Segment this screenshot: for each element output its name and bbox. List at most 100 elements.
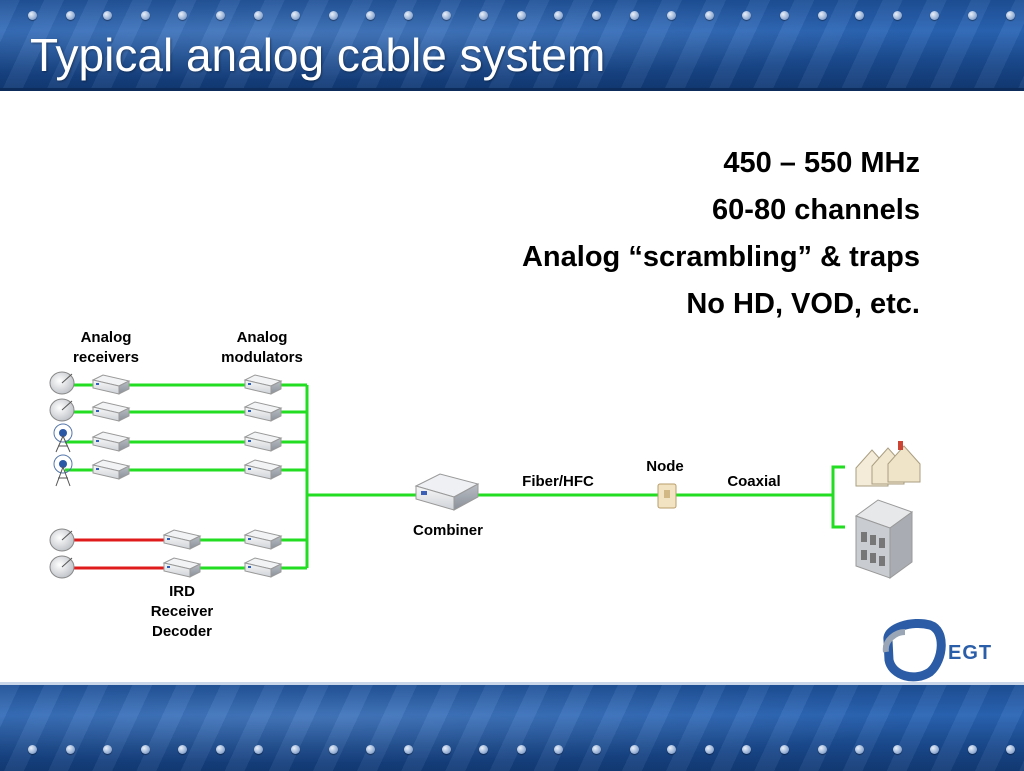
decorative-dot xyxy=(140,11,150,20)
decorative-dot xyxy=(1005,745,1015,754)
decorative-dot xyxy=(441,11,451,20)
footer-band xyxy=(0,682,1024,771)
residential-houses-icon xyxy=(855,441,921,487)
decorative-dot xyxy=(178,745,188,754)
analog-receiver-device-icon xyxy=(91,374,131,395)
decorative-dot xyxy=(28,745,37,754)
decorative-dot xyxy=(291,11,301,20)
label-line: Decoder xyxy=(151,623,213,640)
dish-antenna-icon xyxy=(49,555,75,579)
decorative-dot xyxy=(404,745,413,754)
ird-label: IRD Receiver Decoder xyxy=(140,582,224,642)
label-line: Analog xyxy=(80,329,132,346)
decorative-dot xyxy=(855,11,865,20)
office-building-icon xyxy=(854,499,914,579)
decorative-dot xyxy=(629,745,639,754)
analog-receiver-device-icon xyxy=(91,401,131,422)
label-line: receivers xyxy=(73,349,139,366)
coaxial-label: Coaxial xyxy=(727,473,781,490)
decorative-dot xyxy=(592,745,601,754)
dish-antenna-icon xyxy=(49,371,75,395)
decorative-dot xyxy=(704,11,714,20)
decorative-dot xyxy=(892,11,902,20)
decorative-dot xyxy=(780,11,789,20)
bullet-item: Analog “scrambling” & traps xyxy=(521,241,920,273)
decorative-dot xyxy=(667,11,677,20)
decorative-dot xyxy=(817,745,827,754)
node-device-icon xyxy=(657,483,677,509)
header-band xyxy=(0,0,1024,91)
decorative-dot xyxy=(328,11,338,20)
decorative-dot xyxy=(968,745,977,754)
decorative-dot xyxy=(479,11,489,20)
bullet-item: No HD, VOD, etc. xyxy=(686,288,920,320)
analog-receivers-label: Analog receivers xyxy=(68,328,144,368)
decorative-dot xyxy=(253,11,263,20)
fiber-hfc-label: Fiber/HFC xyxy=(522,473,594,490)
decorative-dot xyxy=(629,11,639,20)
analog-modulator-device-icon xyxy=(243,557,283,578)
decorative-dot xyxy=(742,745,752,754)
decorative-dot xyxy=(742,11,752,20)
analog-modulator-device-icon xyxy=(243,401,283,422)
slide-title: Typical analog cable system xyxy=(30,29,606,81)
analog-modulator-device-icon xyxy=(243,529,283,550)
egt-logo-text: EGT xyxy=(948,642,993,664)
decorative-dot xyxy=(667,745,677,754)
label-line: modulators xyxy=(221,349,303,366)
decorative-dot xyxy=(817,11,827,20)
decorative-dot xyxy=(366,11,376,20)
analog-modulator-device-icon xyxy=(243,459,283,480)
node-label: Node xyxy=(646,458,684,475)
decorative-dot xyxy=(780,745,789,754)
dish-antenna-icon xyxy=(49,398,75,422)
decorative-dot xyxy=(441,745,451,754)
decorative-dot xyxy=(516,11,526,20)
analog-modulator-device-icon xyxy=(243,374,283,395)
decorative-dot-row xyxy=(0,745,1024,759)
decorative-dot xyxy=(930,745,940,754)
egt-logo-icon xyxy=(882,619,946,682)
analog-receiver-device-icon xyxy=(91,431,131,452)
decorative-dot xyxy=(140,745,150,754)
label-line: Receiver xyxy=(150,603,214,620)
decorative-dot xyxy=(65,11,75,20)
decorative-dot xyxy=(103,745,113,754)
analog-modulator-device-icon xyxy=(243,431,283,452)
decorative-dot xyxy=(892,745,902,754)
decorative-dot xyxy=(968,11,977,20)
decorative-dot xyxy=(704,745,714,754)
bullet-list: 450 – 550 MHz 60-80 channels Analog “scr… xyxy=(522,140,920,328)
decorative-dot xyxy=(291,745,301,754)
decorative-dot xyxy=(479,745,489,754)
decorative-dot xyxy=(516,745,526,754)
decorative-dot xyxy=(855,745,865,754)
analog-modulators-label: Analog modulators xyxy=(212,328,312,368)
label-line: Analog xyxy=(236,329,288,346)
bullet-item: 450 – 550 MHz xyxy=(723,147,920,179)
combiner-label: Combiner xyxy=(412,522,483,539)
decorative-dot xyxy=(65,745,75,754)
analog-receiver-device-icon xyxy=(91,459,131,480)
decorative-dot xyxy=(178,11,188,20)
decorative-dot xyxy=(216,11,225,20)
broadcast-tower-icon xyxy=(53,423,73,453)
ird-device-icon xyxy=(162,557,202,578)
decorative-dot xyxy=(28,11,37,20)
decorative-dot-row xyxy=(0,11,1024,25)
broadcast-tower-icon xyxy=(53,454,73,487)
decorative-dot xyxy=(253,745,263,754)
ird-device-icon xyxy=(162,529,202,550)
decorative-dot xyxy=(404,11,413,20)
decorative-dot xyxy=(592,11,601,20)
decorative-dot xyxy=(554,745,564,754)
distribution-split xyxy=(831,465,845,529)
decorative-dot xyxy=(930,11,940,20)
decorative-dot xyxy=(1005,11,1015,20)
bullet-item: 60-80 channels xyxy=(712,194,920,226)
dish-antenna-icon xyxy=(49,528,75,552)
combiner-device-icon xyxy=(414,473,480,511)
decorative-dot xyxy=(328,745,338,754)
label-line: IRD xyxy=(169,583,195,600)
